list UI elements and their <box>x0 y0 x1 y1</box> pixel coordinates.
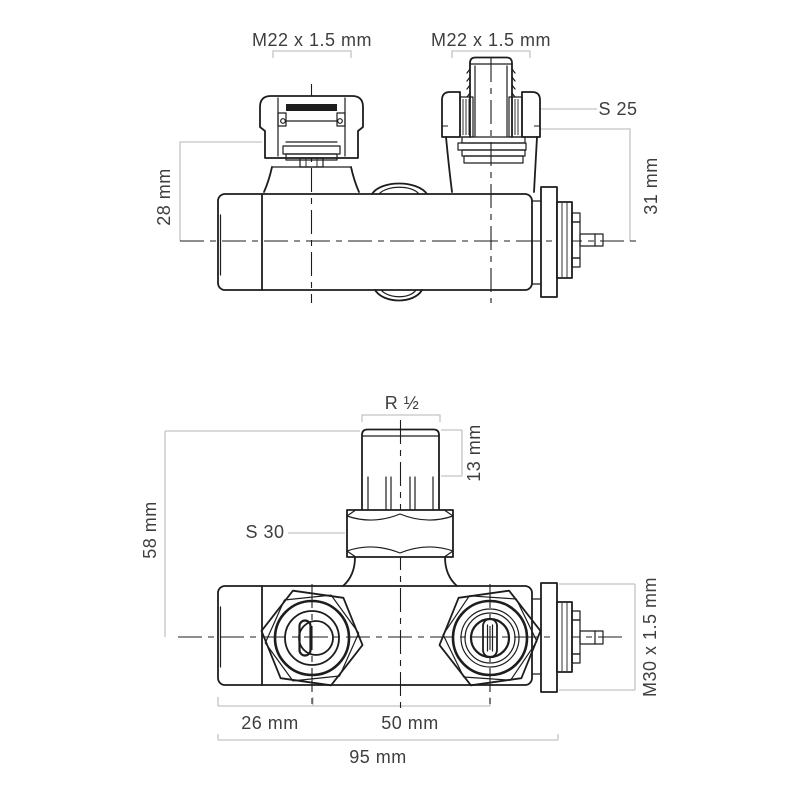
front-view-spindle <box>540 582 604 693</box>
label-thread-left-m22: M22 x 1.5 mm <box>251 30 373 50</box>
label-width-50mm: 50 mm <box>381 713 439 733</box>
front-view-drawing <box>164 414 636 741</box>
label-width-26mm: 26 mm <box>241 713 299 733</box>
label-thread-right-m22: M22 x 1.5 mm <box>430 30 552 50</box>
front-view-left-port <box>260 589 364 687</box>
front-view-valve-body <box>217 585 542 686</box>
label-width-95mm: 95 mm <box>349 747 407 767</box>
label-wrench-s25: S 25 <box>598 99 638 119</box>
label-height-58mm: 58 mm <box>140 501 160 559</box>
front-view-centerlines <box>178 420 628 713</box>
top-view-left-connector <box>259 95 364 193</box>
label-thread-m30: M30 x 1.5 mm <box>640 576 660 698</box>
label-height-28mm: 28 mm <box>154 168 174 226</box>
front-view-hex-nut <box>342 509 458 587</box>
front-view-top-pipe <box>361 428 440 511</box>
label-wrench-s30: S 30 <box>245 522 285 542</box>
label-height-31mm: 31 mm <box>641 157 661 215</box>
top-view-valve-body <box>217 182 542 302</box>
top-view-dimension-lines <box>179 50 631 241</box>
top-view-spindle <box>540 186 604 298</box>
top-view-right-connector <box>441 56 541 193</box>
front-view-dimension-lines <box>164 414 636 741</box>
label-thread-r-half: R ½ <box>384 393 420 413</box>
label-length-13mm: 13 mm <box>464 424 484 482</box>
front-view-right-port <box>438 589 542 687</box>
top-view-drawing <box>179 50 636 303</box>
